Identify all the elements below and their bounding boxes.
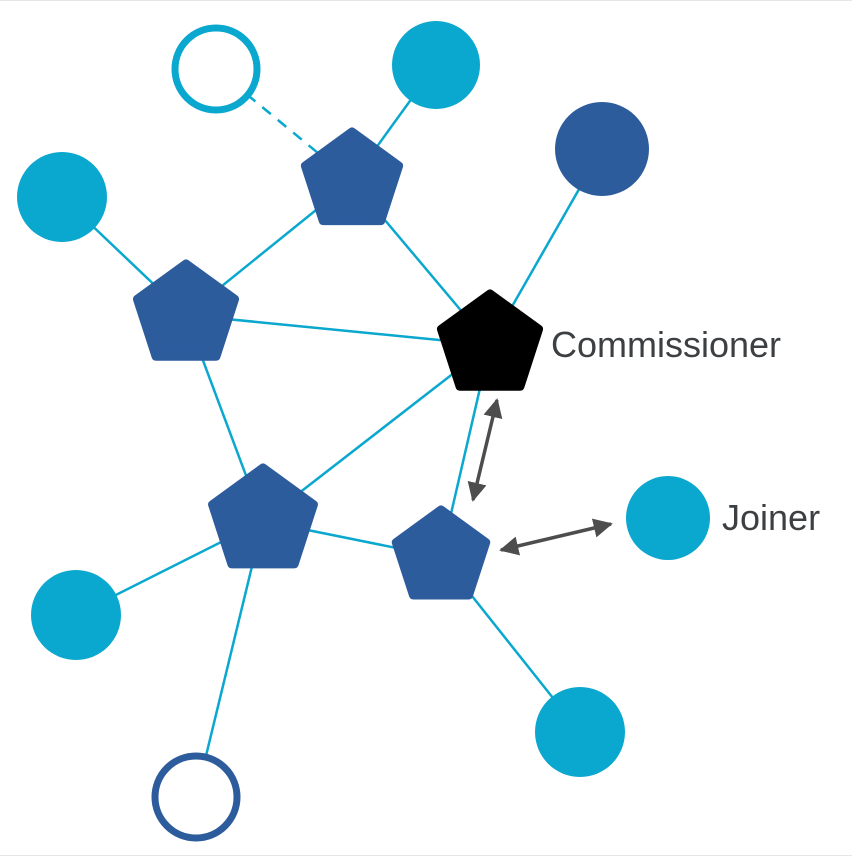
end-device-node-top bbox=[392, 21, 480, 109]
router-node-left bbox=[133, 259, 239, 361]
commissioner-label: Commissioner bbox=[551, 324, 782, 365]
router-node-bottom-left bbox=[208, 463, 318, 569]
joining-arrow-router-joiner bbox=[499, 518, 613, 556]
end-device-node-bottom-right bbox=[535, 687, 625, 777]
outlined-circle-node-bottom bbox=[151, 752, 241, 842]
commissioner-node bbox=[437, 289, 543, 391]
end-device-node-bottom-left bbox=[31, 570, 121, 660]
end-device-node-left bbox=[17, 152, 107, 242]
router-node-top bbox=[300, 127, 404, 226]
commissioning-arrow-commissioner-router bbox=[467, 398, 503, 502]
joiner-node bbox=[626, 476, 710, 560]
dark-circle-node-top-right bbox=[555, 102, 649, 196]
router-node-bottom-center bbox=[391, 505, 491, 600]
link-r2-commissioner bbox=[185, 313, 491, 347]
joiner-label: Joiner bbox=[722, 497, 821, 538]
outlined-circle-node-top-left bbox=[171, 24, 261, 114]
